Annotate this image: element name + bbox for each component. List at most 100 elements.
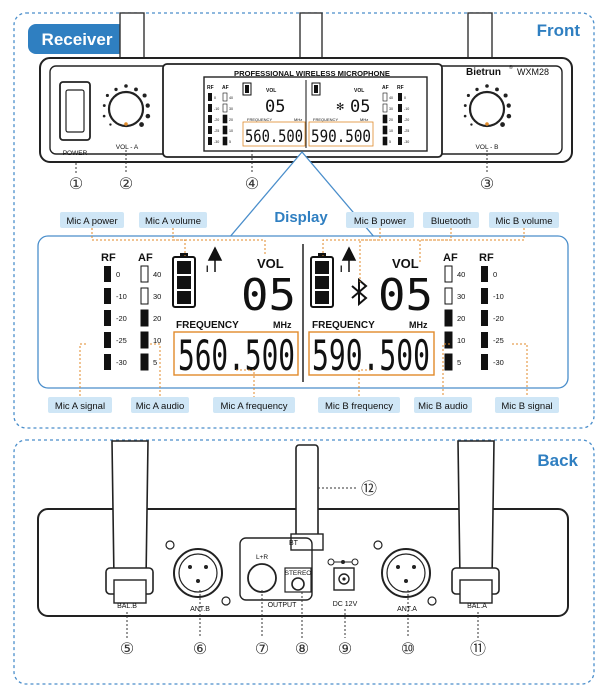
af-bar (140, 309, 149, 327)
af-tick: 30 (457, 292, 465, 301)
mini-vol-a: 05 (265, 97, 285, 117)
knob-dot (109, 123, 112, 126)
callout-tag (414, 397, 472, 413)
antenna-left-top (119, 12, 145, 60)
mini-af-bar (222, 114, 228, 124)
freq-unit-b: MHz (409, 320, 428, 330)
rf-tick: -25 (493, 336, 504, 345)
number-12: ⑫ (361, 480, 377, 498)
knob-dot (506, 103, 511, 108)
frequency-box-a (173, 331, 299, 376)
dc-label: DC 12V (333, 601, 358, 608)
mini-af-bar (382, 125, 388, 135)
af-tick: 5 (457, 358, 461, 367)
rf-bar (104, 354, 111, 370)
mini-rf-tick: -10 (404, 107, 409, 111)
mini-rf-bar (398, 137, 402, 145)
callout-tag (423, 212, 479, 228)
af-bar (140, 331, 149, 349)
number-11: ⑪ (470, 640, 486, 658)
output-block (239, 537, 313, 601)
vol-value-a: 05 (241, 270, 296, 321)
mini-rf-tick: -10 (214, 107, 219, 111)
mini-rf-tick: -30 (214, 140, 219, 144)
af-bar (140, 353, 149, 371)
svg-text:FREQUENCY: FREQUENCY (247, 117, 272, 122)
svg-text:VOL: VOL (354, 88, 364, 94)
callout-tag (489, 212, 559, 228)
mini-rf-tick: -25 (404, 129, 409, 133)
callout-tag-label: Mic A frequency (220, 401, 287, 412)
svg-text:RF: RF (397, 85, 404, 91)
knob-dot (463, 104, 467, 107)
antenna-bal-b (105, 440, 154, 604)
rf-bar (104, 332, 111, 348)
mini-frequency-b: 590.500 (311, 127, 371, 147)
knob-dot (466, 93, 470, 98)
antenna-icon-b (341, 246, 357, 272)
number-6: ⑥ (193, 641, 207, 658)
callout-tag-label: Mic B signal (501, 401, 552, 412)
ant-a-label: ANT.A (397, 606, 417, 613)
callout-tag-label: Mic A power (66, 216, 117, 227)
callout-line (236, 369, 255, 397)
number-1: ① (69, 176, 83, 193)
bt-label: BT (289, 540, 299, 547)
callout-line (419, 228, 525, 262)
power-label: POWER (63, 150, 88, 157)
model-name: WXM28 (517, 67, 549, 77)
svg-text:I: I (340, 264, 343, 274)
af-label-b: AF (443, 252, 458, 264)
lr-jack (247, 563, 277, 593)
vol-a-knob (102, 84, 151, 128)
rf-bar (481, 332, 488, 348)
af-bar (140, 265, 149, 283)
rf-tick: -25 (116, 336, 127, 345)
svg-text:MHz: MHz (294, 117, 302, 122)
antenna-icon-a (207, 246, 223, 272)
mini-rf-bar (398, 115, 402, 123)
callout-tag (131, 397, 189, 413)
mini-af-tick: 5 (389, 140, 391, 144)
freq-unit-a: MHz (273, 320, 292, 330)
mini-rf-bar (398, 93, 402, 101)
lr-label: L+R (256, 554, 268, 561)
mini-af-bar (222, 125, 228, 135)
rf-tick: -30 (493, 358, 504, 367)
callout-line (322, 228, 381, 256)
dc-jack (327, 558, 359, 591)
freq-label-b: FREQUENCY (312, 320, 375, 331)
af-label-a: AF (138, 252, 153, 264)
number-4: ④ (245, 176, 259, 193)
stereo-label: STEREO (285, 570, 312, 577)
mini-af-tick: 5 (229, 140, 231, 144)
knob-dot (463, 114, 467, 118)
af-tick: 30 (153, 292, 161, 301)
af-bar (444, 309, 453, 327)
callout-line (150, 343, 161, 397)
number-7: ⑦ (255, 641, 269, 658)
mini-af-bar (382, 136, 388, 146)
back-section-border (13, 439, 595, 685)
antenna-bal-a (451, 440, 500, 604)
xlr-ant-b (165, 540, 231, 606)
mini-af-bar (382, 114, 388, 124)
svg-text:FREQUENCY: FREQUENCY (313, 117, 338, 122)
mini-lcd-b: ✻ VOL 05 FREQUENCY MHz 590.500 AF RF 040… (308, 82, 409, 147)
number-5: ⑤ (120, 641, 134, 658)
frequency-a: 560.500 (178, 331, 295, 380)
callout-line (358, 369, 371, 397)
rf-tick: -10 (116, 292, 127, 301)
back-title: Back (537, 451, 578, 470)
callout-line (512, 343, 528, 397)
knob-dot (139, 122, 144, 127)
svg-text:RF: RF (207, 85, 214, 91)
af-tick: 20 (457, 314, 465, 323)
callout-tag-label: Mic A audio (136, 401, 185, 412)
mini-af-tick: 30 (229, 107, 233, 111)
knob-dot (495, 87, 499, 92)
callout-tag-label: Mic B power (354, 216, 406, 227)
svg-text:I: I (206, 264, 209, 274)
